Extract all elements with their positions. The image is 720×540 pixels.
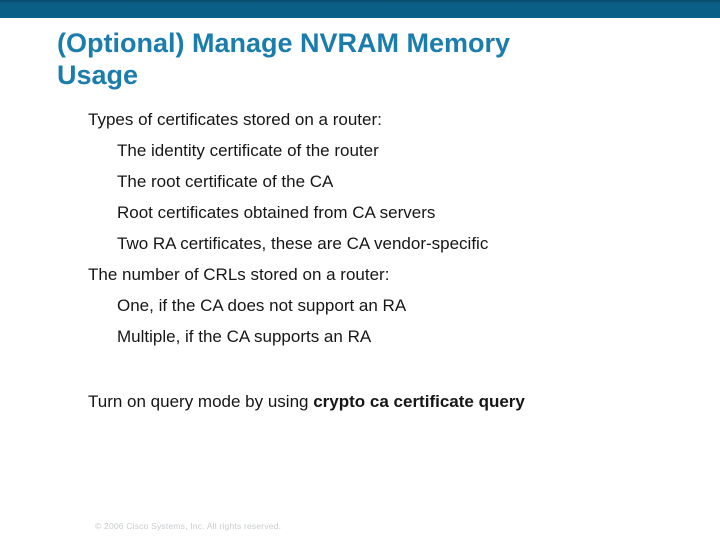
- list-item: Types of certificates stored on a router…: [88, 110, 382, 129]
- command-sentence-prefix: Turn on query mode by using: [88, 392, 314, 411]
- list-item: One, if the CA does not support an RA: [117, 296, 407, 315]
- list-item: The root certificate of the CA: [117, 172, 334, 191]
- slide-title: (Optional) Manage NVRAM Memory Usage: [57, 27, 677, 91]
- bullet-list: Types of certificates stored on a router…: [0, 108, 700, 356]
- slide-title-line-1: (Optional) Manage NVRAM Memory: [57, 28, 511, 58]
- cli-command-text: crypto ca certificate query: [313, 392, 525, 411]
- list-item: Two RA certificates, these are CA vendor…: [117, 234, 489, 253]
- list-item: The identity certificate of the router: [117, 141, 379, 160]
- copyright-notice: © 2006 Cisco Systems, Inc. All rights re…: [95, 521, 282, 531]
- top-accent-bar: [0, 0, 720, 18]
- list-item: Root certificates obtained from CA serve…: [117, 203, 436, 222]
- list-item: The number of CRLs stored on a router:: [88, 265, 390, 284]
- command-sentence: Turn on query mode by using crypto ca ce…: [88, 390, 525, 414]
- slide-title-line-2: Usage: [57, 60, 139, 90]
- list-item: Multiple, if the CA supports an RA: [117, 327, 372, 346]
